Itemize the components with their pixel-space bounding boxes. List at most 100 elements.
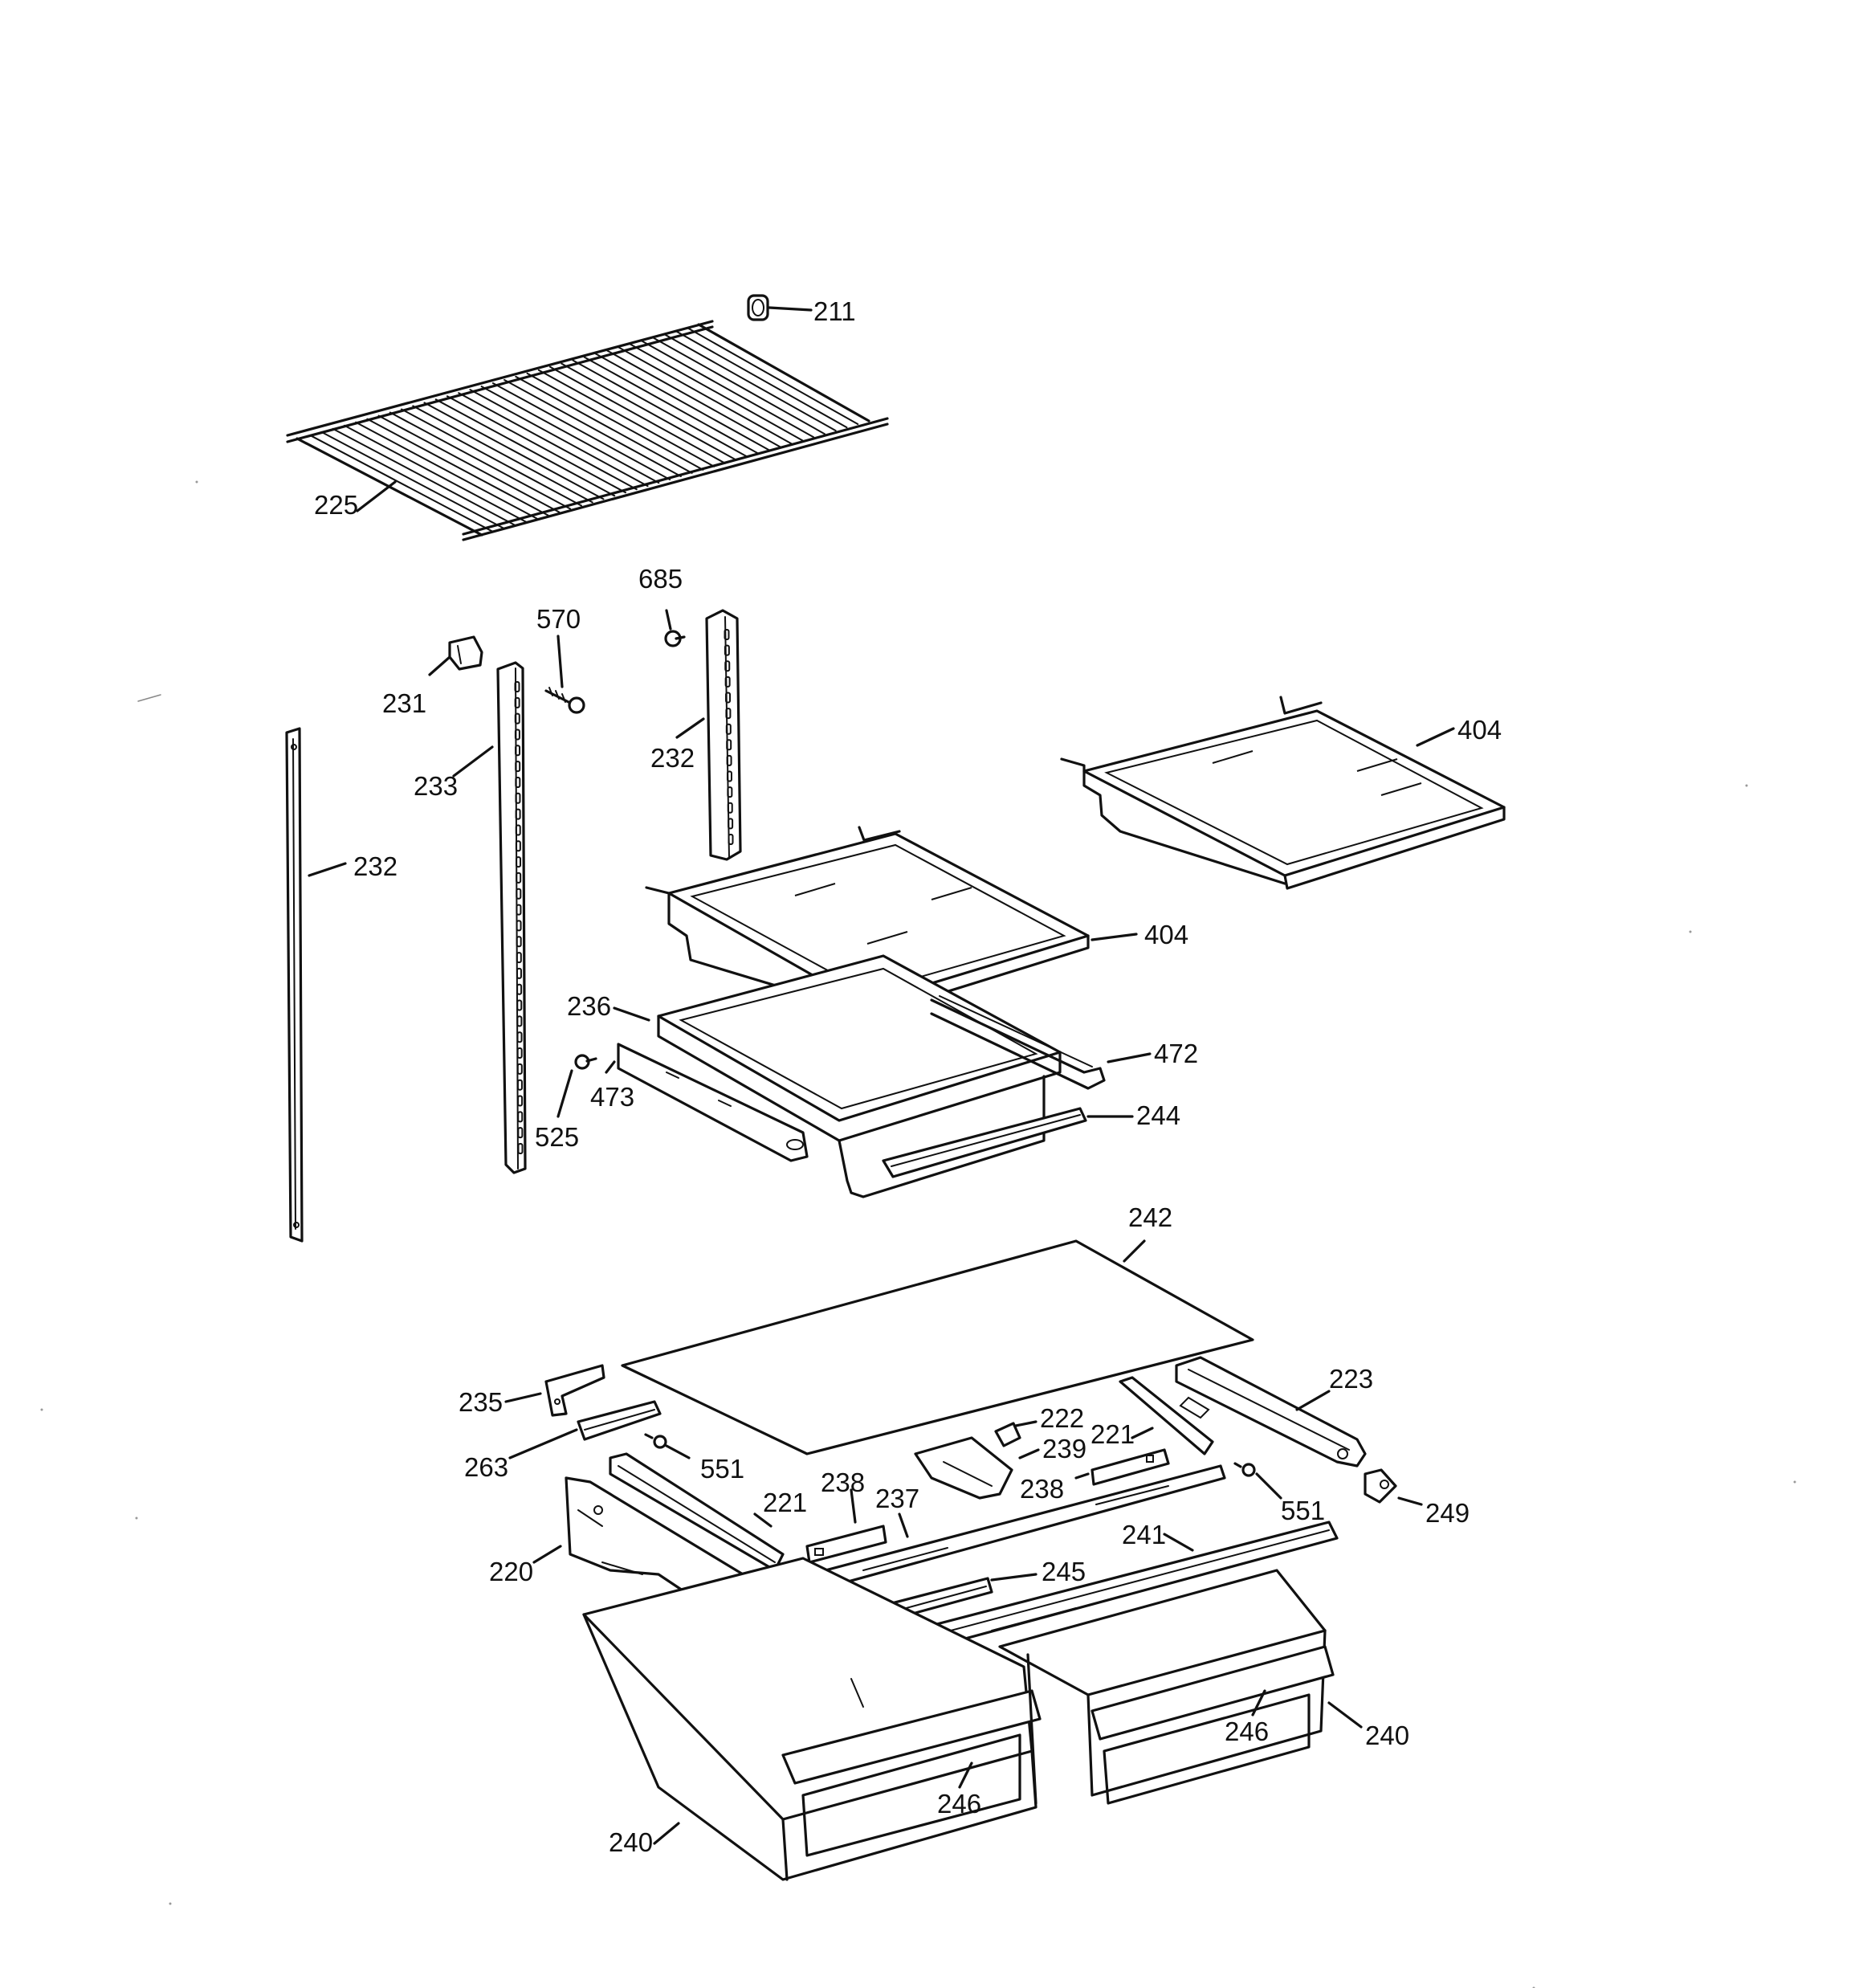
rail-slot	[516, 1031, 523, 1043]
shelf-wire	[663, 333, 837, 432]
shelf-wire	[491, 382, 671, 481]
rail-slot	[515, 792, 521, 804]
rail-slot	[516, 1079, 523, 1091]
rail-slot	[516, 904, 522, 916]
hinge-239[interactable]	[914, 1436, 1013, 1500]
callout-404-right[interactable]: 404	[1457, 715, 1502, 745]
callout-232-center[interactable]: 232	[650, 743, 695, 773]
callout-240-left[interactable]: 240	[609, 1827, 653, 1857]
shelf-rail-233[interactable]	[496, 661, 527, 1174]
clip-231[interactable]	[448, 635, 483, 671]
callout-233[interactable]: 233	[414, 771, 458, 801]
callout-235[interactable]: 235	[459, 1387, 503, 1417]
screw-551-right[interactable]	[1233, 1462, 1256, 1477]
rail-slot	[516, 856, 522, 868]
shelf-wire	[572, 359, 748, 458]
clip-222[interactable]	[994, 1422, 1021, 1447]
callout-231[interactable]: 231	[382, 688, 426, 718]
slide-473[interactable]	[617, 1043, 809, 1162]
shelf-wire	[389, 411, 572, 510]
shelf-wire	[434, 398, 616, 497]
bracket-235[interactable]	[544, 1364, 605, 1417]
callout-236[interactable]: 236	[567, 991, 611, 1021]
rail-slot	[515, 761, 521, 773]
screw-685[interactable]	[664, 630, 686, 647]
shelf-wire	[686, 327, 859, 426]
callout-221-left[interactable]: 221	[763, 1488, 807, 1517]
meat-pan-236[interactable]	[657, 954, 1062, 1198]
callout-244[interactable]: 244	[1136, 1100, 1180, 1130]
rail-slot	[725, 723, 732, 735]
glass-shelf-404-right[interactable]	[1060, 696, 1506, 890]
callout-211[interactable]: 211	[813, 296, 856, 326]
callout-685[interactable]: 685	[638, 564, 683, 594]
rail-slot	[516, 999, 523, 1011]
pan-handle-244[interactable]	[882, 1107, 1087, 1178]
rail-slot	[517, 1095, 524, 1107]
shelf-wire	[309, 434, 494, 533]
glass-shelf-404-center[interactable]	[645, 826, 1090, 1018]
rail-slot	[724, 660, 731, 672]
callout-473[interactable]: 473	[590, 1082, 634, 1112]
crisper-drawer-240-right[interactable]	[998, 1569, 1335, 1805]
rail-slot	[517, 1143, 524, 1154]
shelf-wire	[583, 356, 760, 455]
rail-slot	[728, 834, 734, 845]
rail-slot	[516, 888, 522, 900]
callout-labels: 211 225 685 570 231 233 232 232 404 404 …	[314, 296, 1502, 1857]
wire-shelf-225[interactable]	[286, 320, 889, 541]
callout-245[interactable]: 245	[1042, 1557, 1086, 1586]
grommet-211[interactable]	[747, 294, 769, 321]
shelf-wire	[423, 402, 605, 500]
callout-240-right[interactable]: 240	[1365, 1721, 1409, 1750]
shelf-wire	[320, 431, 505, 529]
bracket-249[interactable]	[1364, 1468, 1397, 1504]
rail-223[interactable]	[1175, 1356, 1367, 1468]
rail-slot	[726, 739, 732, 751]
shelf-rail-232-center[interactable]	[705, 609, 742, 861]
callout-238-left[interactable]: 238	[821, 1468, 865, 1497]
callout-242[interactable]: 242	[1128, 1202, 1172, 1232]
cover-238-right[interactable]	[1090, 1448, 1170, 1486]
callout-220[interactable]: 220	[489, 1557, 533, 1586]
callout-222[interactable]: 222	[1040, 1403, 1084, 1433]
callout-551-right[interactable]: 551	[1281, 1496, 1325, 1525]
rail-slot	[516, 1047, 523, 1059]
cover-238-left[interactable]	[805, 1525, 887, 1564]
screw-570[interactable]	[544, 687, 585, 714]
callout-238-right[interactable]: 238	[1020, 1474, 1064, 1504]
rail-221-left[interactable]	[609, 1452, 785, 1572]
rail-slot	[727, 802, 733, 814]
rail-slot	[516, 920, 522, 932]
callout-249[interactable]: 249	[1425, 1498, 1470, 1528]
callout-246-left[interactable]: 246	[937, 1789, 981, 1819]
screw-551-left[interactable]	[644, 1433, 667, 1449]
rail-slot	[517, 1127, 524, 1139]
rail-slot	[724, 644, 730, 656]
callout-225[interactable]: 225	[314, 490, 358, 520]
callout-404-center[interactable]: 404	[1144, 920, 1188, 949]
shelf-rail-232-left[interactable]	[285, 727, 304, 1243]
callout-221-right[interactable]: 221	[1090, 1419, 1135, 1449]
callout-551-left[interactable]: 551	[700, 1454, 744, 1484]
callout-246-right[interactable]: 246	[1225, 1717, 1269, 1746]
callout-472[interactable]: 472	[1154, 1039, 1198, 1068]
shelf-wire	[343, 424, 528, 523]
callout-241[interactable]: 241	[1122, 1520, 1166, 1549]
callout-525[interactable]: 525	[535, 1122, 579, 1152]
callout-223[interactable]: 223	[1329, 1364, 1373, 1394]
callout-239[interactable]: 239	[1042, 1434, 1086, 1463]
callout-237[interactable]: 237	[875, 1484, 919, 1513]
slide-472[interactable]	[930, 995, 1106, 1090]
shelf-wire	[515, 375, 693, 474]
glass-cover-242[interactable]	[621, 1239, 1254, 1455]
shelf-wire	[594, 353, 771, 451]
leader-lines	[308, 306, 1455, 1845]
callout-263[interactable]: 263	[464, 1452, 508, 1482]
crisper-drawer-240-left[interactable]	[582, 1557, 1042, 1881]
callout-570[interactable]: 570	[536, 604, 581, 634]
callout-232-left[interactable]: 232	[353, 851, 397, 881]
trim-263[interactable]	[577, 1400, 662, 1441]
screw-525[interactable]	[574, 1054, 597, 1070]
rail-221-right[interactable]	[1119, 1376, 1214, 1455]
